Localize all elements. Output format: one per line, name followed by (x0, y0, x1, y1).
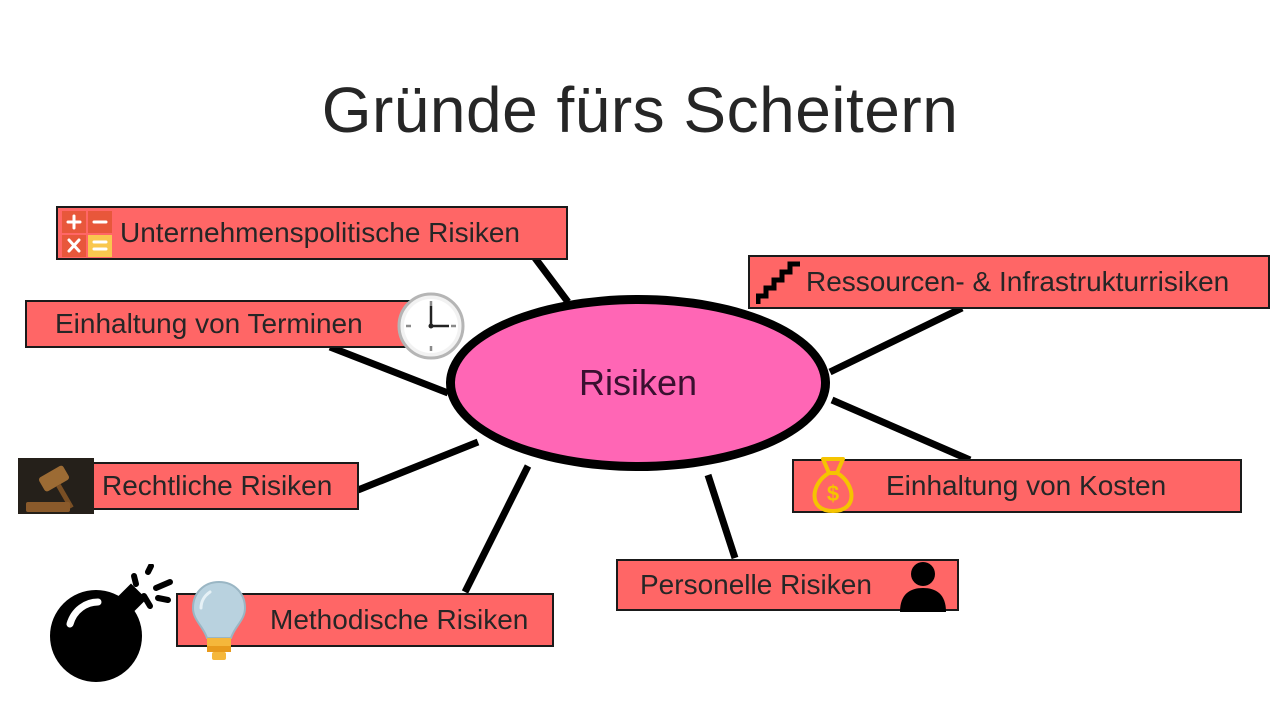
central-hub: Risiken (446, 295, 830, 471)
gavel-icon (18, 458, 94, 514)
svg-text:$: $ (827, 481, 839, 506)
node-ressourcen-infrastrukturrisiken: Ressourcen- & Infrastrukturrisiken (748, 255, 1270, 309)
node-label: Einhaltung von Terminen (55, 308, 363, 340)
node-label: Unternehmenspolitische Risiken (120, 217, 520, 249)
calculator-icon (62, 211, 112, 257)
person-icon (896, 560, 950, 612)
money-bag-icon: $ (805, 455, 861, 515)
connector-kosten (832, 400, 970, 460)
node-label: Ressourcen- & Infrastrukturrisiken (806, 266, 1229, 298)
hub-label: Risiken (579, 362, 697, 404)
node-label: Rechtliche Risiken (102, 470, 332, 502)
lightbulb-icon (190, 580, 248, 664)
connector-ressourcen (830, 308, 962, 372)
bomb-icon (48, 564, 176, 688)
node-label: Methodische Risiken (270, 604, 528, 636)
connector-methodisch (465, 466, 528, 592)
node-label: Personelle Risiken (640, 569, 872, 601)
node-label: Einhaltung von Kosten (886, 470, 1166, 502)
connector-personell (708, 475, 735, 558)
node-unternehmenspolitische-risiken: Unternehmenspolitische Risiken (56, 206, 568, 260)
node-einhaltung-von-terminen: Einhaltung von Terminen (25, 300, 431, 348)
connector-unternehmenspolitisch (535, 258, 568, 302)
connector-rechtlich (358, 442, 478, 490)
stairs-icon (756, 258, 802, 306)
clock-icon (397, 292, 465, 360)
